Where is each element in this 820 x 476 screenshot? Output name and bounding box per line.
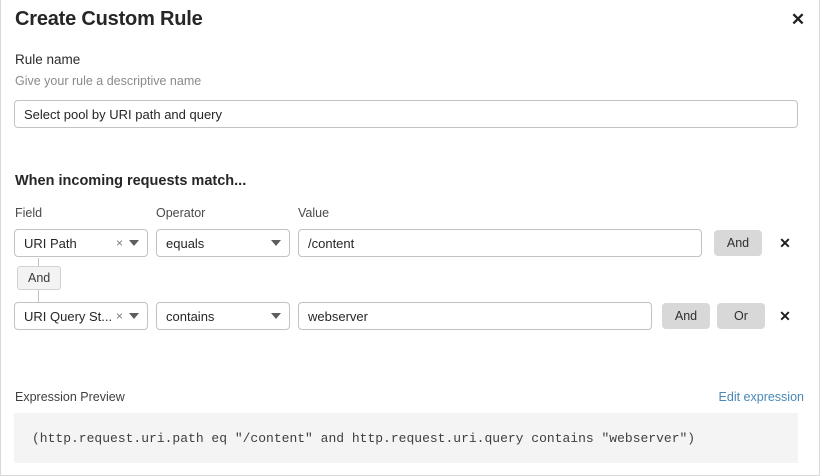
column-header-operator: Operator — [156, 206, 206, 220]
conditions-heading: When incoming requests match... — [15, 173, 247, 189]
edit-expression-link[interactable]: Edit expression — [718, 390, 804, 404]
operator-select-row-2[interactable]: contains — [156, 302, 290, 330]
clear-icon[interactable]: × — [115, 309, 123, 323]
clear-icon[interactable]: × — [115, 236, 123, 250]
field-select-row-2[interactable]: URI Query St... × — [14, 302, 148, 330]
chevron-down-icon — [129, 240, 139, 246]
chevron-down-icon — [271, 313, 281, 319]
rule-name-input[interactable] — [14, 100, 798, 128]
field-select-row-1[interactable]: URI Path × — [14, 229, 148, 257]
value-input-row-2[interactable] — [298, 302, 652, 330]
expression-code: (http.request.uri.path eq "/content" and… — [32, 430, 696, 446]
operator-select-row-1[interactable]: equals — [156, 229, 290, 257]
chevron-down-icon — [271, 240, 281, 246]
delete-condition-icon-row-1[interactable]: ✕ — [775, 229, 795, 257]
connector-and-chip[interactable]: And — [17, 266, 62, 290]
condition-connector: And — [17, 258, 137, 306]
column-header-value: Value — [298, 206, 330, 220]
operator-select-value: equals — [166, 235, 205, 251]
and-button-row-2[interactable]: And — [662, 303, 710, 329]
rule-name-help-text: Give your rule a descriptive name — [15, 74, 202, 88]
expression-preview-box: (http.request.uri.path eq "/content" and… — [14, 413, 798, 463]
dialog-title: Create Custom Rule — [15, 8, 203, 30]
expression-preview-label: Expression Preview — [15, 390, 125, 404]
field-select-value: URI Query St... — [24, 308, 113, 324]
chevron-down-icon — [129, 313, 139, 319]
delete-condition-icon-row-2[interactable]: ✕ — [775, 302, 795, 330]
and-button-row-1[interactable]: And — [714, 230, 762, 256]
operator-select-value: contains — [166, 308, 215, 324]
rule-name-label: Rule name — [15, 52, 81, 67]
value-input-row-1[interactable] — [298, 229, 702, 257]
or-button-row-2[interactable]: Or — [717, 303, 765, 329]
close-icon[interactable]: ✕ — [785, 6, 811, 32]
field-select-value: URI Path — [24, 235, 77, 251]
column-header-field: Field — [15, 206, 43, 220]
